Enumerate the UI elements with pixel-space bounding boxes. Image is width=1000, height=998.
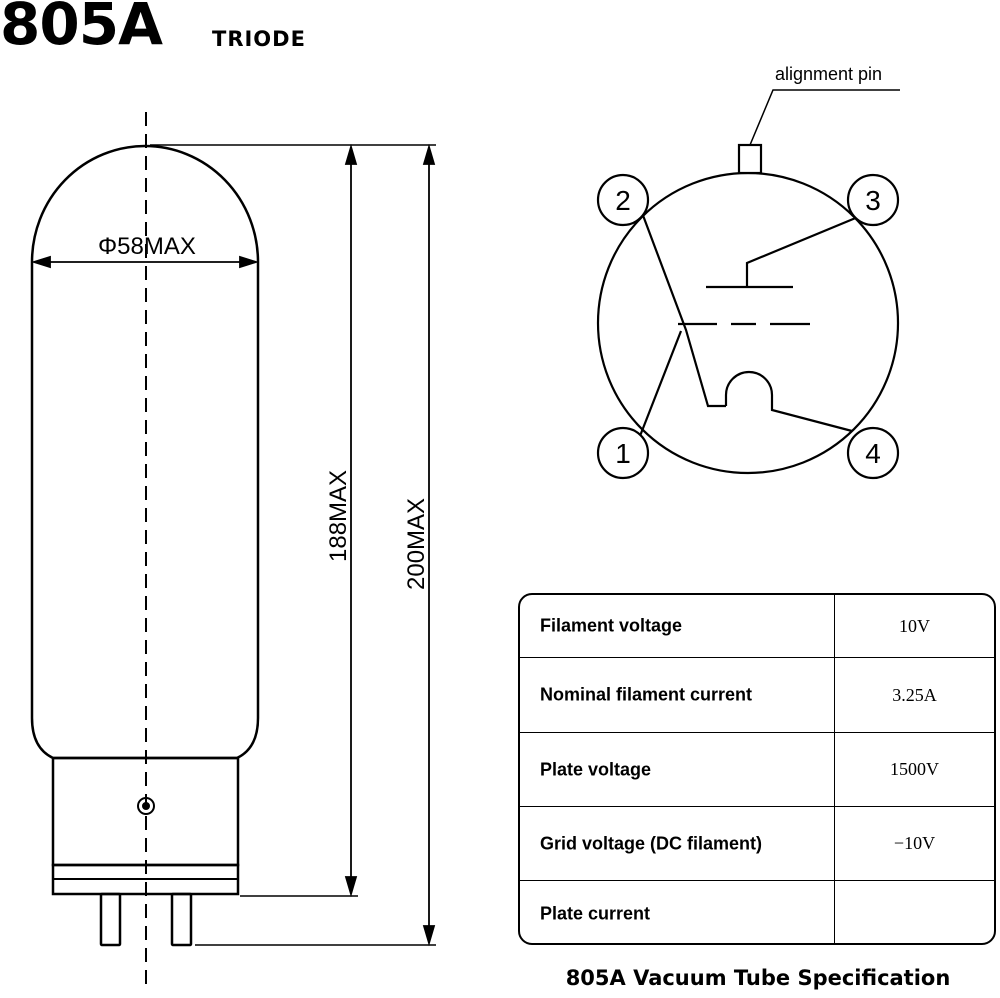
- spec-value: −10V: [834, 807, 994, 880]
- page-subtitle: TRIODE: [212, 27, 306, 51]
- spec-label: Plate voltage: [540, 759, 652, 779]
- pin-1-circle: [596, 426, 650, 480]
- extension-lines: [150, 144, 436, 946]
- spec-value: 1500V: [834, 733, 994, 806]
- spec-label: Filament voltage: [540, 615, 683, 636]
- pin-3-circle: [846, 173, 900, 227]
- spec-table: Filament voltage 10V Nominal filament cu…: [518, 593, 996, 945]
- pin-label-3: 3: [865, 185, 881, 216]
- pin-label-1: 1: [615, 438, 631, 469]
- alignment-pin-label: alignment pin: [775, 64, 882, 84]
- spec-row: Filament voltage 10V: [520, 595, 994, 658]
- pin-circles: [596, 173, 900, 480]
- diameter-label: Φ58MAX: [98, 233, 196, 260]
- height-200-label: 200MAX: [403, 498, 430, 590]
- pin-2-circle: [596, 173, 650, 227]
- pin-label-2: 2: [615, 185, 631, 216]
- spec-value: [834, 881, 994, 943]
- caption: 805A Vacuum Tube Specification: [565, 966, 951, 990]
- height-200-dimension: [422, 143, 436, 947]
- height-188-label: 188MAX: [325, 470, 352, 562]
- tube-pins: [99, 892, 193, 947]
- spec-row: Grid voltage (DC filament) −10V: [520, 807, 994, 881]
- spec-value: 10V: [834, 595, 994, 657]
- pin-4-circle: [846, 426, 900, 480]
- pin-label-4: 4: [865, 438, 881, 469]
- spec-label: Nominal filament current: [540, 684, 753, 705]
- spec-row: Nominal filament current 3.25A: [520, 658, 994, 733]
- spec-label: Plate current: [540, 903, 651, 924]
- diameter-dimension: [30, 255, 260, 269]
- spec-row: Plate voltage 1500V: [520, 733, 994, 807]
- socket-diagram: [596, 89, 900, 475]
- page-title: 805A: [0, 0, 163, 58]
- spec-row: Plate current: [520, 881, 994, 943]
- height-188-dimension: [344, 143, 358, 898]
- spec-label: Grid voltage (DC filament): [540, 833, 763, 853]
- spec-value: 3.25A: [834, 658, 994, 732]
